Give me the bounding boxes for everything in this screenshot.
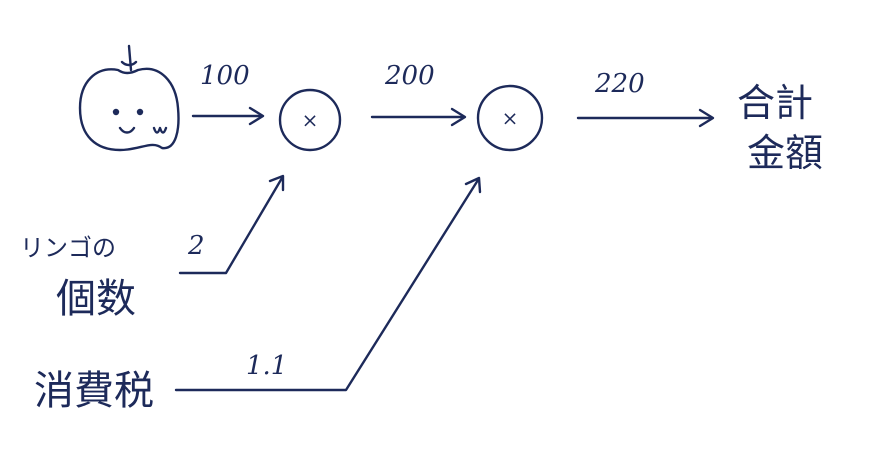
edge-mul1-to-mul2 <box>370 107 467 127</box>
apple-face-icon <box>78 44 180 152</box>
apple-cheek <box>152 126 168 134</box>
apple-left-eye <box>112 108 120 116</box>
count-label-line1: リンゴの <box>20 234 116 262</box>
edge-apple-to-mul1 <box>191 106 265 126</box>
edge-value-100: 100 <box>200 61 250 91</box>
edge-count-to-mul1 <box>178 174 285 275</box>
edge-value-2: 2 <box>187 231 205 261</box>
multiply-node-2: × <box>476 84 544 152</box>
tax-label: 消費税 <box>34 368 154 414</box>
multiply-node-1-symbol: × <box>302 108 319 132</box>
edge-value-200: 200 <box>384 61 435 91</box>
multiply-node-2-symbol: × <box>502 106 519 130</box>
apple-right-eye <box>136 108 144 116</box>
total-label-line1: 合計 <box>737 81 813 125</box>
total-label-line2: 金額 <box>747 131 823 175</box>
apple-mouth <box>118 126 136 134</box>
edge-value-1-1: 1.1 <box>246 351 287 381</box>
count-label-line2: 個数 <box>56 276 136 322</box>
multiply-node-1: × <box>278 88 342 152</box>
edge-value-220: 220 <box>594 69 645 99</box>
edge-mul2-to-total <box>576 108 715 128</box>
edge-tax-to-mul2 <box>174 176 482 392</box>
